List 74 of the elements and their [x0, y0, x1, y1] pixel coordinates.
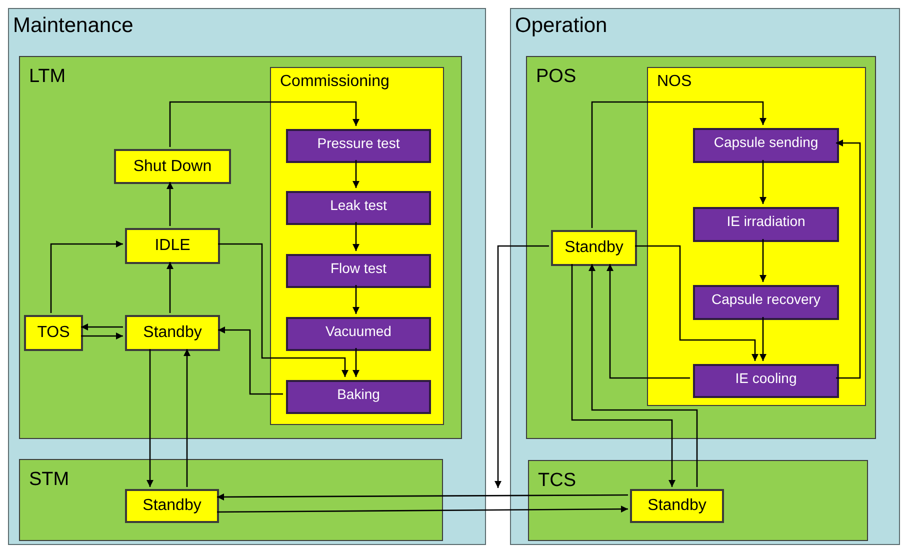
arrow — [606, 264, 690, 379]
arrow — [760, 160, 766, 204]
arrow — [50, 240, 123, 313]
arrow — [184, 349, 190, 487]
section-panel — [8, 8, 486, 545]
mode-panel — [19, 56, 462, 439]
arrow — [352, 160, 360, 188]
state-label: TOS — [37, 323, 70, 343]
panel-title: STM — [29, 468, 70, 492]
section-panel — [510, 8, 900, 545]
arrow — [166, 262, 174, 313]
process-box — [286, 191, 431, 225]
mode-panel — [19, 459, 443, 541]
panel-title: TCS — [538, 469, 576, 493]
panel-title: LTM — [29, 65, 66, 89]
group-panel — [647, 67, 866, 406]
state-box — [125, 315, 220, 351]
group-panel — [270, 67, 444, 425]
state-label: Standby — [648, 496, 706, 516]
state-label: Pressure test — [317, 135, 400, 152]
state-box — [114, 149, 231, 184]
state-label: Standby — [143, 323, 202, 343]
state-label: Flow test — [330, 260, 386, 278]
arrow — [352, 348, 360, 377]
state-box — [551, 230, 637, 266]
panel-title: NOS — [657, 72, 692, 92]
state-label: Leak test — [330, 197, 387, 214]
state-label: Standby — [142, 496, 202, 516]
state-box — [630, 489, 724, 523]
panel-title: Commissioning — [280, 72, 390, 92]
state-label: Baking — [337, 386, 380, 404]
arrow — [169, 101, 360, 147]
mode-panel — [526, 56, 876, 439]
arrow — [836, 140, 861, 379]
arrow — [146, 349, 154, 487]
state-box — [24, 315, 83, 351]
state-label: Standby — [564, 238, 624, 258]
state-label: Capsule recovery — [712, 291, 820, 308]
state-label: IE cooling — [735, 370, 797, 388]
state-label: IE irradiation — [726, 213, 806, 230]
panel-title: POS — [536, 65, 576, 89]
arrow — [217, 493, 628, 500]
arrow — [166, 182, 174, 226]
panel-title: Maintenance — [13, 13, 134, 39]
process-box — [693, 285, 839, 320]
state-box — [125, 228, 220, 264]
arrow — [352, 222, 360, 251]
arrow — [352, 285, 360, 314]
arrow — [218, 243, 348, 377]
arrow — [217, 506, 628, 513]
arrow — [760, 317, 766, 361]
arrow — [588, 264, 698, 487]
arrow — [494, 245, 549, 488]
arrow — [81, 332, 123, 340]
state-label: IDLE — [154, 236, 190, 256]
arrow — [760, 239, 766, 282]
process-box — [286, 380, 431, 414]
process-box — [286, 129, 431, 163]
process-box — [693, 364, 839, 398]
state-label: Capsule sending — [714, 134, 818, 152]
process-box — [693, 128, 839, 163]
arrow — [635, 245, 758, 361]
arrow — [218, 326, 283, 395]
arrow — [81, 324, 123, 330]
arrow — [571, 264, 676, 487]
panel-title: Operation — [515, 13, 608, 39]
mode-panel — [528, 460, 868, 541]
process-box — [286, 317, 431, 351]
process-box — [286, 254, 431, 288]
state-label: Vacuumed — [326, 323, 392, 340]
process-box — [693, 207, 839, 242]
state-label: Shut Down — [133, 156, 212, 176]
state-box — [125, 489, 219, 523]
arrow — [591, 101, 766, 228]
